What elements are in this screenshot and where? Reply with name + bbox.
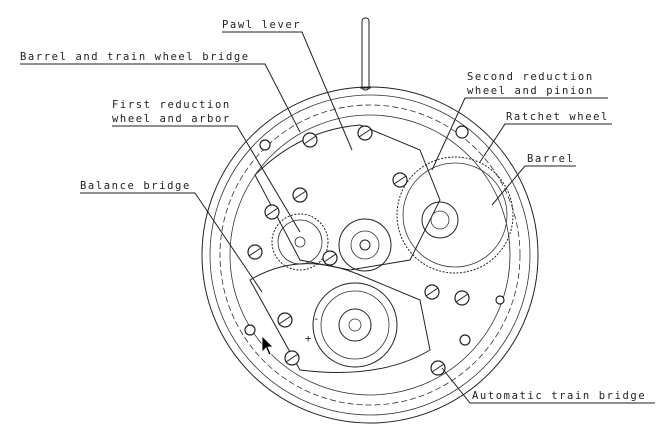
svg-text:Barrel and train wheel bridge: Barrel and train wheel bridge — [20, 51, 250, 63]
mouse-cursor-icon — [261, 335, 274, 356]
balance-minus-mark: - — [313, 313, 321, 325]
label-automatic-train-bridge: Automatic train bridge — [441, 367, 655, 404]
movement-drawing: - + — [201, 17, 539, 424]
automatic-bridge-shape — [249, 263, 431, 373]
barrel-train-bridge-shape — [254, 124, 441, 271]
label-barrel: Barrel — [491, 153, 576, 206]
outer-case-ring — [201, 86, 539, 424]
balance-plus-mark: + — [305, 333, 313, 345]
center-wheel — [338, 218, 392, 272]
label-ratchet-wheel: Ratchet wheel — [479, 111, 612, 163]
svg-text:Automatic train bridge: Automatic train bridge — [472, 390, 646, 402]
winding-stem — [361, 17, 370, 91]
ratchet-wheel — [396, 156, 514, 274]
svg-text:wheel and pinion: wheel and pinion — [467, 85, 594, 97]
svg-text:Barrel: Barrel — [527, 153, 575, 165]
label-second-reduction: Second reduction wheel and pinion — [431, 71, 608, 171]
label-first-reduction: First reduction wheel and arbor — [112, 99, 301, 233]
label-balance-bridge: Balance bridge — [80, 180, 263, 293]
balance-wheel — [312, 282, 398, 368]
label-barrel-bridge: Barrel and train wheel bridge — [20, 51, 301, 133]
svg-text:First reduction: First reduction — [112, 99, 231, 111]
svg-text:Ratchet wheel: Ratchet wheel — [506, 111, 609, 123]
first-reduction-wheel — [271, 213, 329, 271]
svg-text:Pawl lever: Pawl lever — [222, 19, 301, 31]
label-pawl-lever: Pawl lever — [222, 19, 353, 151]
svg-text:wheel and arbor: wheel and arbor — [112, 113, 231, 125]
svg-text:Balance bridge: Balance bridge — [80, 180, 191, 192]
svg-text:Second reduction: Second reduction — [467, 71, 594, 83]
screws — [244, 125, 505, 376]
